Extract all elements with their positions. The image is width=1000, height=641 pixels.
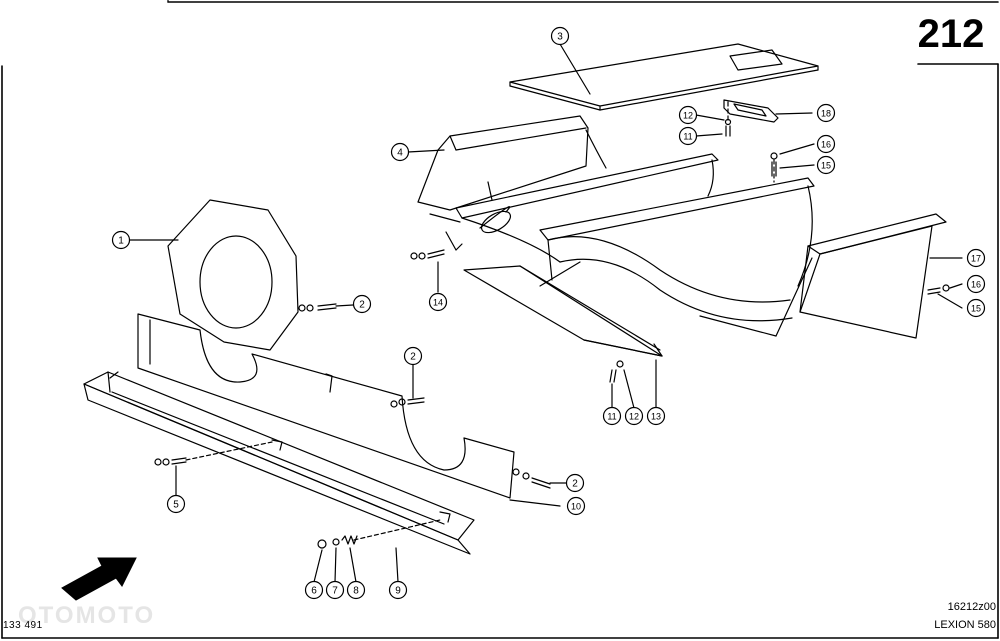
part-rear-panel [137, 313, 515, 499]
callout-label: 2 [572, 479, 578, 490]
callout-label: 17 [971, 254, 981, 264]
sheet-code: 133 491 [3, 620, 43, 631]
callout-circle [403, 346, 423, 366]
hardware [154, 118, 950, 549]
callout-label: 15 [821, 161, 831, 171]
callout-circle [966, 248, 986, 268]
direction-arrow-icon [61, 557, 137, 601]
callout-4: 4 [390, 142, 410, 162]
callout-label: 2 [359, 300, 365, 311]
callout-label: 8 [353, 586, 359, 597]
part-cover-plate [509, 43, 819, 111]
callout-circle [816, 103, 836, 123]
callout-circle [428, 292, 448, 312]
callout-label: 12 [629, 412, 639, 422]
callout-12: 12 [624, 406, 644, 426]
callout-circle [566, 496, 586, 516]
page-number: 212 [917, 12, 985, 56]
part-housing [417, 115, 607, 223]
callout-11: 11 [678, 126, 698, 146]
assembly-lines [185, 99, 775, 541]
callout-16: 16 [966, 274, 986, 294]
callout-circle [602, 406, 622, 426]
callout-label: 7 [332, 586, 338, 597]
callout-label: 2 [410, 352, 416, 363]
part-bowl [539, 177, 815, 322]
callout-label: 13 [651, 412, 661, 422]
callout-circle [304, 580, 324, 600]
drawing-code: 16212z00 [947, 601, 996, 613]
callout-17: 17 [966, 248, 986, 268]
part-rail [83, 371, 475, 555]
callout-11: 11 [602, 406, 622, 426]
callout-1: 1 [111, 230, 131, 250]
callout-15: 15 [816, 155, 836, 175]
callout-8: 8 [346, 580, 366, 600]
callout-circle [966, 274, 986, 294]
callout-circle [390, 142, 410, 162]
part-octagon-plate [167, 199, 299, 351]
callout-18: 18 [816, 103, 836, 123]
callout-label: 6 [311, 586, 317, 597]
callout-label: 12 [683, 111, 693, 121]
callout-9: 9 [388, 580, 408, 600]
callout-14: 14 [428, 292, 448, 312]
callout-label: 11 [683, 132, 692, 142]
part-handle [723, 99, 779, 123]
callout-circle [325, 580, 345, 600]
callout-3: 3 [550, 26, 570, 46]
callout-2: 2 [565, 473, 585, 493]
callout-10: 10 [566, 496, 586, 516]
callout-circle [346, 580, 366, 600]
callout-circle [388, 580, 408, 600]
part-deflector [463, 265, 663, 357]
callout-label: 9 [395, 586, 401, 597]
callout-circle [678, 126, 698, 146]
callout-label: 11 [607, 412, 616, 422]
callout-circle [816, 134, 836, 154]
callout-label: 16 [821, 140, 831, 150]
leader-lines [129, 43, 963, 583]
callout-circle [816, 155, 836, 175]
callout-circle [646, 406, 666, 426]
callout-2: 2 [403, 346, 423, 366]
callout-label: 16 [971, 280, 981, 290]
callout-circle [111, 230, 131, 250]
callout-circle [678, 105, 698, 125]
callout-15: 15 [966, 298, 986, 318]
watermark: OTOMOTO [18, 602, 156, 629]
callout-label: 10 [571, 502, 581, 512]
callout-16: 16 [816, 134, 836, 154]
callout-6: 6 [304, 580, 324, 600]
model-name: LEXION 580 [934, 619, 996, 631]
callout-circle [966, 298, 986, 318]
callout-label: 14 [433, 298, 443, 308]
callout-label: 1 [118, 236, 124, 247]
callout-circle [166, 494, 186, 514]
callout-circle [565, 473, 585, 493]
callout-label: 5 [173, 500, 179, 511]
callout-13: 13 [646, 406, 666, 426]
callout-label: 15 [971, 304, 981, 314]
callout-label: 3 [557, 32, 563, 43]
callout-label: 4 [397, 148, 403, 159]
callout-circle [352, 294, 372, 314]
part-channel [445, 153, 719, 263]
callout-7: 7 [325, 580, 345, 600]
callout-circle [624, 406, 644, 426]
callout-circle [550, 26, 570, 46]
callout-2: 2 [352, 294, 372, 314]
callout-5: 5 [166, 494, 186, 514]
callout-label: 18 [821, 109, 831, 119]
part-side-bracket [699, 213, 947, 339]
callout-12: 12 [678, 105, 698, 125]
